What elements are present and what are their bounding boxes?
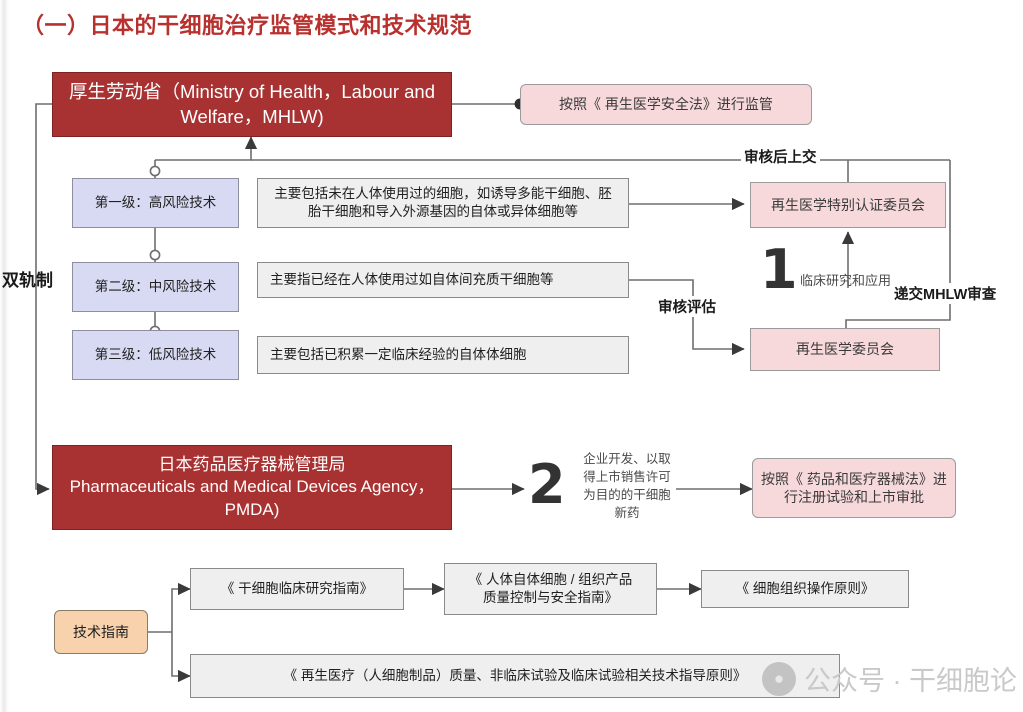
- pmda-law-note-label: 按照《 药品和医疗器械法》进行注册试验和上市审批: [761, 470, 947, 505]
- authority-mhlw-box[interactable]: 厚生劳动省（Ministry of Health，Labour and Welf…: [52, 72, 452, 137]
- authority-pmda-label: 日本药品医疗器械管理局 Pharmaceuticals and Medical …: [69, 454, 435, 519]
- review-evaluation-label: 审核评估: [655, 296, 719, 317]
- committee-special-label: 再生医学特别认证委员会: [771, 196, 925, 213]
- enterprise-note-label: 企业开发、以取得上市销售许可为目的的干细胞新药: [578, 450, 676, 523]
- authority-mhlw-label: 厚生劳动省（Ministry of Health，Labour and Welf…: [68, 81, 436, 127]
- pmda-law-note-box[interactable]: 按照《 药品和医疗器械法》进行注册试验和上市审批: [752, 458, 956, 518]
- tier-description-2-box[interactable]: 主要指已经在人体使用过如自体间充质干细胞等: [257, 262, 629, 298]
- tier-level-1-label: 第一级：高风险技术: [94, 195, 217, 211]
- tier-level-1-box[interactable]: 第一级：高风险技术: [72, 178, 239, 228]
- guideline-root-label: 技术指南: [73, 623, 129, 640]
- mhlw-law-note-box[interactable]: 按照《 再生医学安全法》进行监管: [520, 84, 812, 125]
- enterprise-note-text: 企业开发、以取得上市销售许可为目的的干细胞新药: [583, 452, 671, 521]
- guideline-root-box[interactable]: 技术指南: [54, 610, 148, 654]
- tier-description-1-box[interactable]: 主要包括未在人体使用过的细胞，如诱导多能干细胞、胚胎干细胞和导入外源基因的自体或…: [257, 178, 629, 228]
- guideline-item-3-label: 《 细胞组织操作原则》: [735, 581, 875, 597]
- guideline-item-1-box[interactable]: 《 干细胞临床研究指南》: [190, 568, 404, 610]
- tier-description-2-label: 主要指已经在人体使用过如自体间充质干细胞等: [270, 272, 554, 288]
- guideline-item-2-label: 《 人体自体细胞 / 组织产品 质量控制与安全指南》: [468, 572, 633, 605]
- tier-level-2-box[interactable]: 第二级：中风险技术: [72, 262, 239, 312]
- tier-level-3-box[interactable]: 第三级：低风险技术: [72, 330, 239, 380]
- guideline-item-4-label: 《 再生医疗（人细胞制品）质量、非临床试验及临床试验相关技术指导原则》: [283, 668, 747, 684]
- guideline-item-2-box[interactable]: 《 人体自体细胞 / 组织产品 质量控制与安全指南》: [444, 563, 657, 615]
- page-title: （一）日本的干细胞治疗监管模式和技术规范: [22, 13, 473, 38]
- authority-pmda-box[interactable]: 日本药品医疗器械管理局 Pharmaceuticals and Medical …: [52, 445, 452, 530]
- tier-description-1-label: 主要包括未在人体使用过的细胞，如诱导多能干细胞、胚胎干细胞和导入外源基因的自体或…: [274, 186, 612, 219]
- mhlw-law-note-label: 按照《 再生医学安全法》进行监管: [559, 96, 773, 113]
- clinical-research-label: 临床研究和应用: [800, 273, 892, 288]
- committee-general-box[interactable]: 再生医学委员会: [750, 328, 940, 371]
- guideline-item-4-box[interactable]: 《 再生医疗（人细胞制品）质量、非临床试验及临床试验相关技术指导原则》: [190, 654, 840, 698]
- submit-mhlw-label: 递交MHLW审查: [891, 283, 1000, 304]
- tier-description-3-box[interactable]: 主要包括已积累一定临床经验的自体体细胞: [257, 336, 629, 374]
- guideline-item-1-label: 《 干细胞临床研究指南》: [220, 581, 374, 597]
- guideline-item-3-box[interactable]: 《 细胞组织操作原则》: [701, 570, 909, 608]
- tier-level-2-label: 第二级：中风险技术: [94, 279, 217, 295]
- committee-general-label: 再生医学委员会: [796, 341, 894, 358]
- dual-track-label: 双轨制: [2, 271, 53, 290]
- step-number-2: 2: [528, 453, 566, 516]
- step-number-1: 1: [760, 238, 798, 301]
- committee-special-box[interactable]: 再生医学特别认证委员会: [750, 182, 946, 228]
- submit-after-review-label: 审核后上交: [741, 146, 820, 167]
- page-edge-shadow: [0, 0, 9, 712]
- tier-description-3-label: 主要包括已积累一定临床经验的自体体细胞: [270, 347, 527, 363]
- tier-level-3-label: 第三级：低风险技术: [94, 347, 217, 363]
